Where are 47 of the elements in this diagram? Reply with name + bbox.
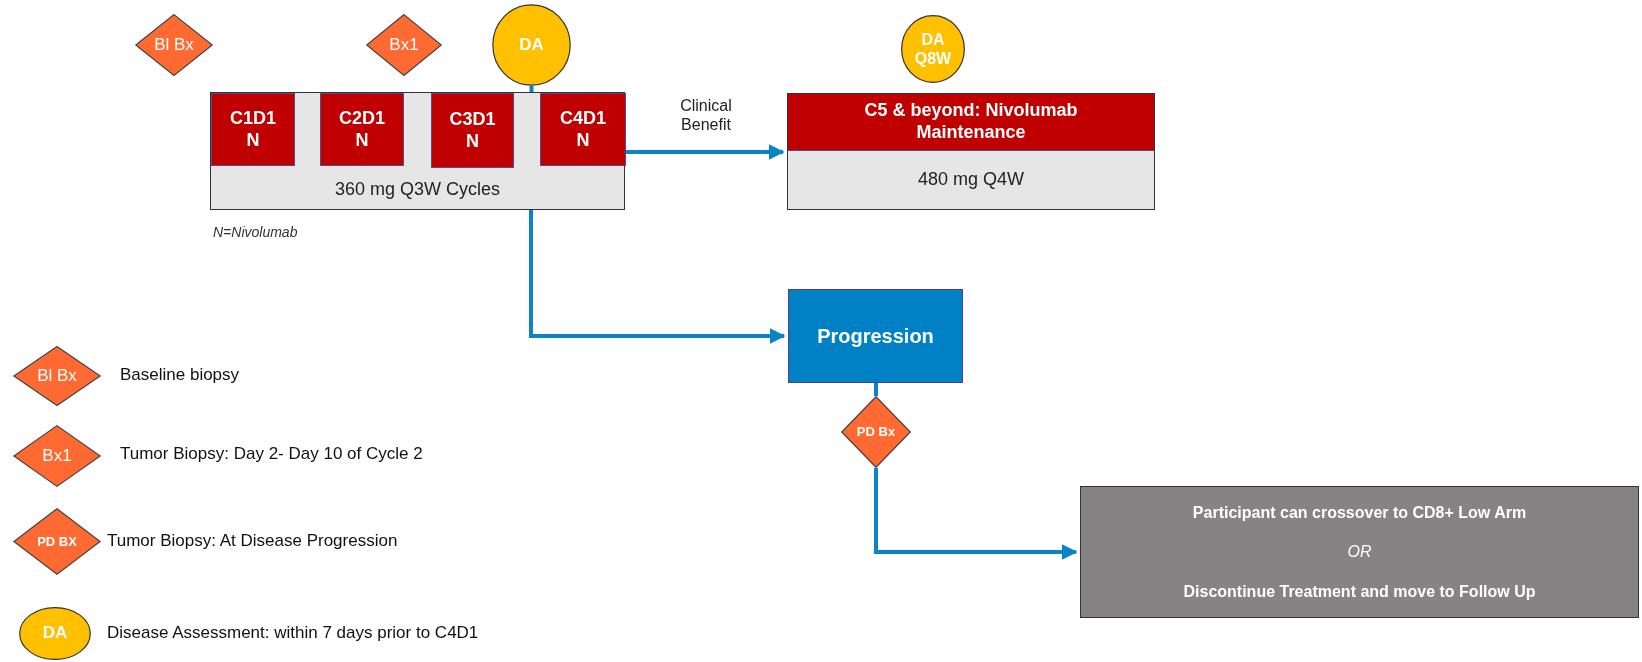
connector-line bbox=[529, 86, 534, 92]
heading-band: C5 & beyond: Nivolumab Maintenance bbox=[788, 94, 1154, 151]
legend-description: Disease Assessment: within 7 days prior to C4D1 bbox=[107, 623, 479, 643]
node-label: Progression bbox=[817, 324, 934, 348]
node-label: DA bbox=[42, 623, 68, 644]
arrow bbox=[874, 468, 1078, 560]
cycle-box bbox=[540, 93, 626, 166]
legend-diamond bbox=[13, 508, 101, 575]
assessment-circle bbox=[492, 4, 571, 86]
node-label: DA Q8W bbox=[913, 29, 953, 69]
node-label: Bx1 bbox=[389, 34, 419, 56]
node-label: DA bbox=[519, 34, 544, 56]
cycle-box bbox=[211, 93, 295, 166]
legend-description: Tumor Biopsy: At Disease Progression bbox=[107, 531, 398, 551]
node-label: C4D1 N bbox=[559, 107, 607, 152]
biopsy-diamond bbox=[841, 396, 911, 468]
node-label: Participant can crossover to CD8+ Low Arm bbox=[1192, 503, 1527, 523]
biopsy-diamond bbox=[135, 14, 213, 76]
node-label: 360 mg Q3W Cycles bbox=[334, 179, 501, 201]
node-label: OR bbox=[1347, 542, 1372, 562]
outcome-box bbox=[1080, 486, 1639, 618]
progression-box bbox=[788, 289, 963, 383]
assessment-circle bbox=[901, 15, 965, 83]
node-label: C3D1 N bbox=[448, 108, 497, 153]
legend-description: Tumor Biopsy: Day 2- Day 10 of Cycle 2 bbox=[120, 444, 423, 464]
legend-circle bbox=[19, 607, 91, 660]
node-label: C1D1 N bbox=[229, 107, 277, 152]
node-label: 480 mg Q4W bbox=[917, 169, 1024, 191]
node-label: Bl Bx bbox=[154, 34, 194, 56]
arrow bbox=[625, 144, 785, 160]
node-label: Bx1 bbox=[42, 445, 72, 467]
maintenance-box bbox=[787, 93, 1155, 210]
cycles-box bbox=[210, 92, 625, 210]
node-label: C2D1 N bbox=[338, 107, 386, 152]
arrow bbox=[529, 210, 786, 344]
legend-description: Baseline biopsy bbox=[120, 365, 240, 385]
node-label: Bl Bx bbox=[37, 365, 77, 387]
node-label: PD Bx bbox=[856, 424, 896, 440]
biopsy-diamond bbox=[366, 14, 442, 76]
legend-diamond bbox=[13, 346, 101, 406]
legend-diamond bbox=[13, 425, 101, 487]
cycle-box bbox=[431, 93, 514, 168]
connector-line bbox=[874, 383, 878, 396]
node-label: Discontinue Treatment and move to Follow Up bbox=[1183, 581, 1536, 601]
cycle-box bbox=[320, 93, 404, 166]
node-label: PD BX bbox=[37, 533, 77, 550]
note-text: N=Nivolumab bbox=[213, 224, 298, 240]
